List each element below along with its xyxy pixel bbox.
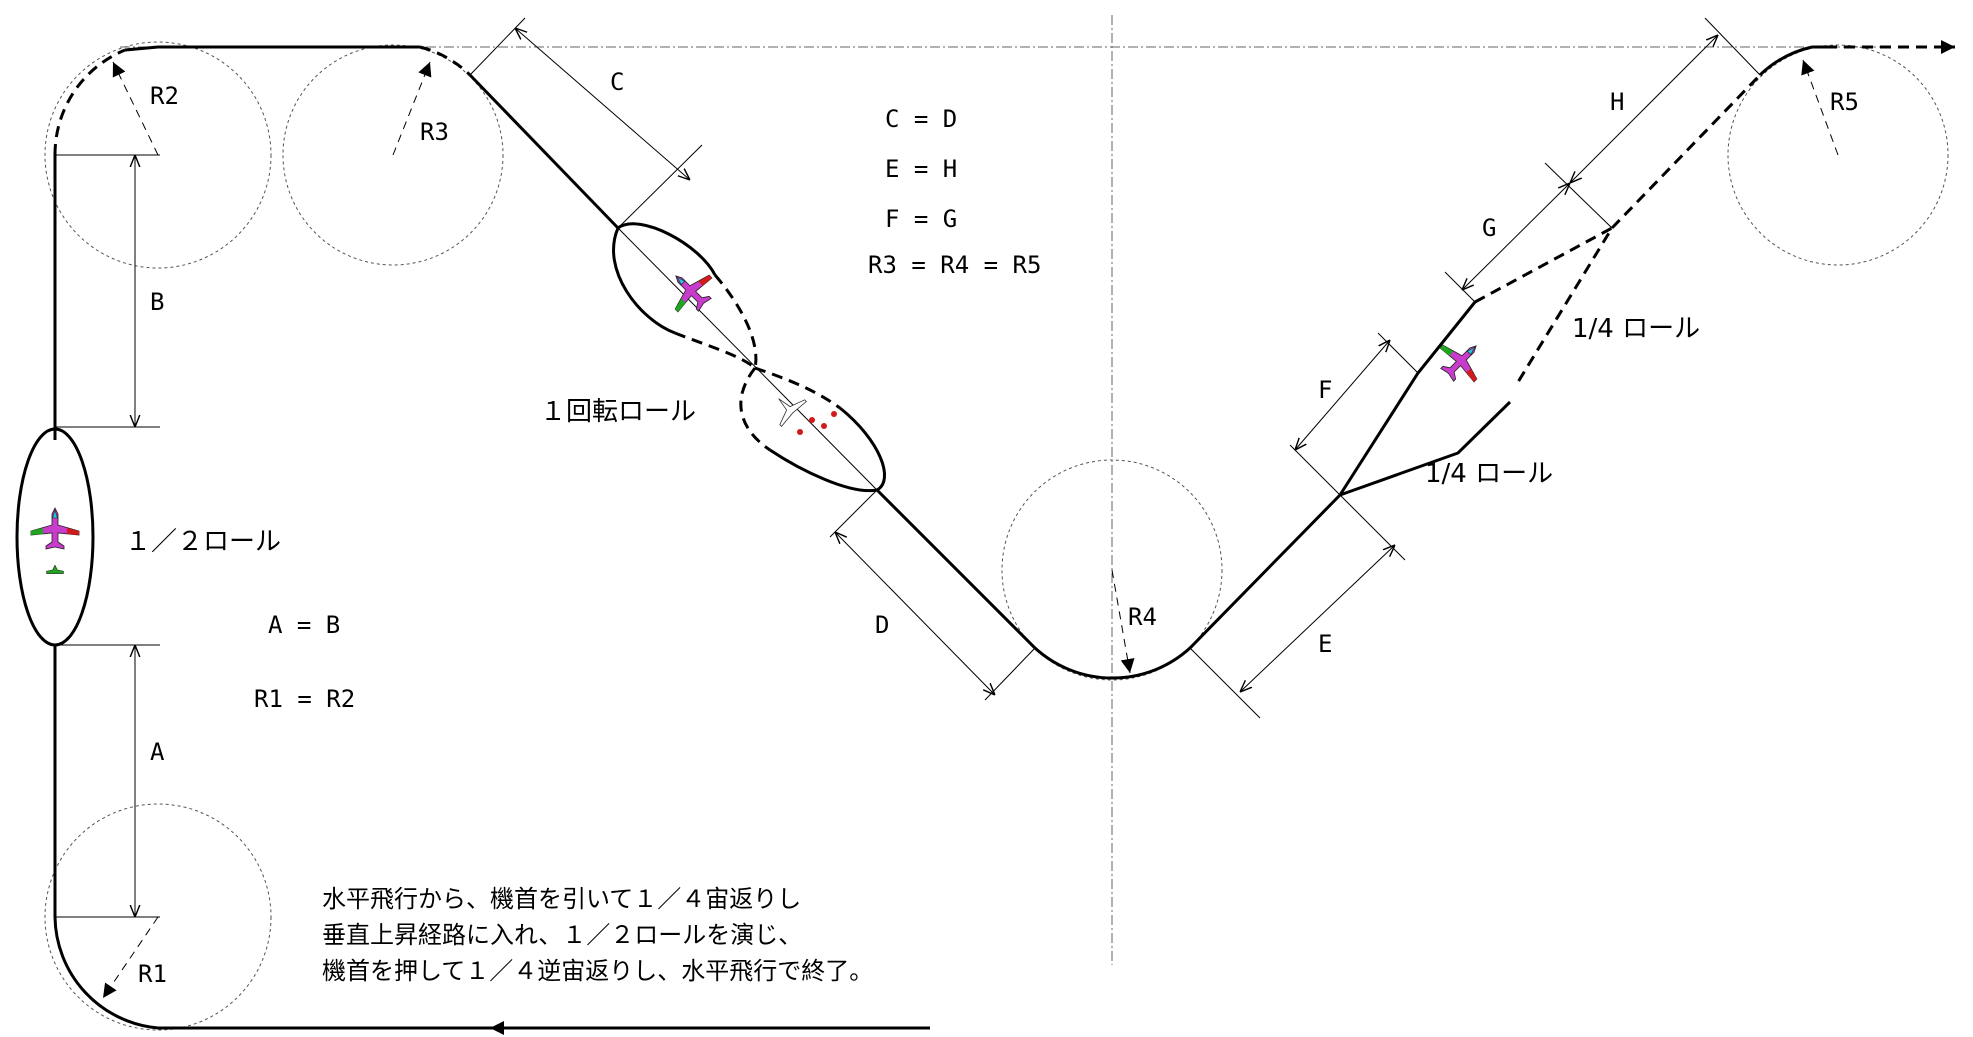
circle-r5	[1727, 44, 1949, 266]
climb-right-branch	[1339, 400, 1512, 497]
label-full-roll: １回転ロール	[540, 397, 696, 427]
top-horizontal	[124, 45, 420, 52]
quarter-roll-dashed	[1474, 224, 1617, 388]
full-roll-upper-top	[617, 222, 717, 276]
label-r4: R4	[1128, 603, 1157, 631]
label-b: B	[150, 288, 164, 316]
r4-bottom	[875, 488, 1342, 680]
label-e: E	[1318, 630, 1332, 658]
plane-icon-half-roll-tail	[46, 564, 64, 574]
label-a: A	[150, 738, 165, 766]
r3-arc-dashed	[419, 45, 472, 77]
label-half-roll: １／２ロール	[125, 527, 281, 557]
dim-g	[1462, 183, 1570, 290]
full-roll-dash-1	[713, 274, 758, 369]
quarter-loop-dashed	[53, 48, 126, 156]
eq-left-2: R1 = R2	[254, 685, 355, 713]
dim-d	[835, 532, 995, 695]
label-h: H	[1610, 88, 1624, 116]
quarter-loop-up	[53, 645, 490, 1030]
eq-right-2: E = H	[885, 155, 957, 183]
description-line-1: 水平飛行から、機首を引いて１／４宙返りし	[322, 885, 801, 913]
full-roll-dash-4	[739, 367, 771, 452]
dimension-lines	[55, 17, 1761, 918]
r1-pointer	[102, 916, 159, 999]
description-block: 水平飛行から、機首を引いて１／４宙返りし 垂直上昇経路に入れ、１／２ロールを演じ…	[322, 885, 873, 985]
full-roll-lower-bottom	[769, 448, 878, 493]
circle-r2	[44, 41, 272, 269]
climb-dashed	[1610, 73, 1762, 230]
label-quarter-roll-upper: 1/4 ロール	[1572, 314, 1700, 344]
dim-f	[1295, 340, 1390, 450]
full-roll-upper-bottom	[612, 227, 676, 335]
red-markers	[797, 411, 837, 435]
label-r3: R3	[420, 118, 449, 146]
eq-left-1: A = B	[268, 611, 340, 639]
label-r2: R2	[150, 82, 179, 110]
half-roll-ellipse	[15, 427, 95, 647]
dim-c	[515, 28, 690, 180]
flight-path	[53, 40, 1955, 1035]
r5-arc	[1758, 45, 1826, 77]
label-f: F	[1318, 376, 1332, 404]
plane-icon-full-roll-lower	[778, 398, 807, 427]
description-line-2: 垂直上昇経路に入れ、１／２ロールを演じ、	[322, 921, 802, 949]
full-roll-dash-2	[674, 331, 756, 370]
radius-pointers	[102, 59, 1839, 999]
full-roll-axis	[617, 227, 878, 491]
dim-h	[1570, 35, 1718, 183]
label-r1: R1	[138, 960, 167, 988]
r5-pointer	[1801, 59, 1839, 156]
full-roll-dash-3	[754, 366, 841, 410]
plane-icon-quarter-roll	[1429, 328, 1494, 393]
r2-pointer	[112, 61, 159, 156]
circle-r3	[282, 44, 504, 266]
full-roll-ellipses	[612, 222, 887, 493]
label-g: G	[1482, 214, 1496, 242]
radius-circles	[44, 41, 1949, 1031]
circle-r1	[44, 803, 272, 1031]
r4-pointer	[1111, 569, 1135, 674]
plane-icon-half-roll	[30, 507, 80, 550]
label-r5: R5	[1830, 88, 1859, 116]
label-quarter-roll-lower: 1/4 ロール	[1425, 459, 1553, 489]
r3-pointer	[392, 61, 432, 156]
full-roll-lower-top	[839, 406, 887, 492]
label-d: D	[875, 611, 889, 639]
eq-right-3: F = G	[885, 205, 957, 233]
eq-right-1: C = D	[885, 105, 957, 133]
description-line-3: 機首を押して１／４逆宙返りし、水平飛行で終了。	[322, 957, 873, 985]
label-c: C	[610, 68, 624, 96]
eq-right-4: R3 = R4 = R5	[868, 251, 1041, 279]
dim-e	[1240, 545, 1395, 692]
